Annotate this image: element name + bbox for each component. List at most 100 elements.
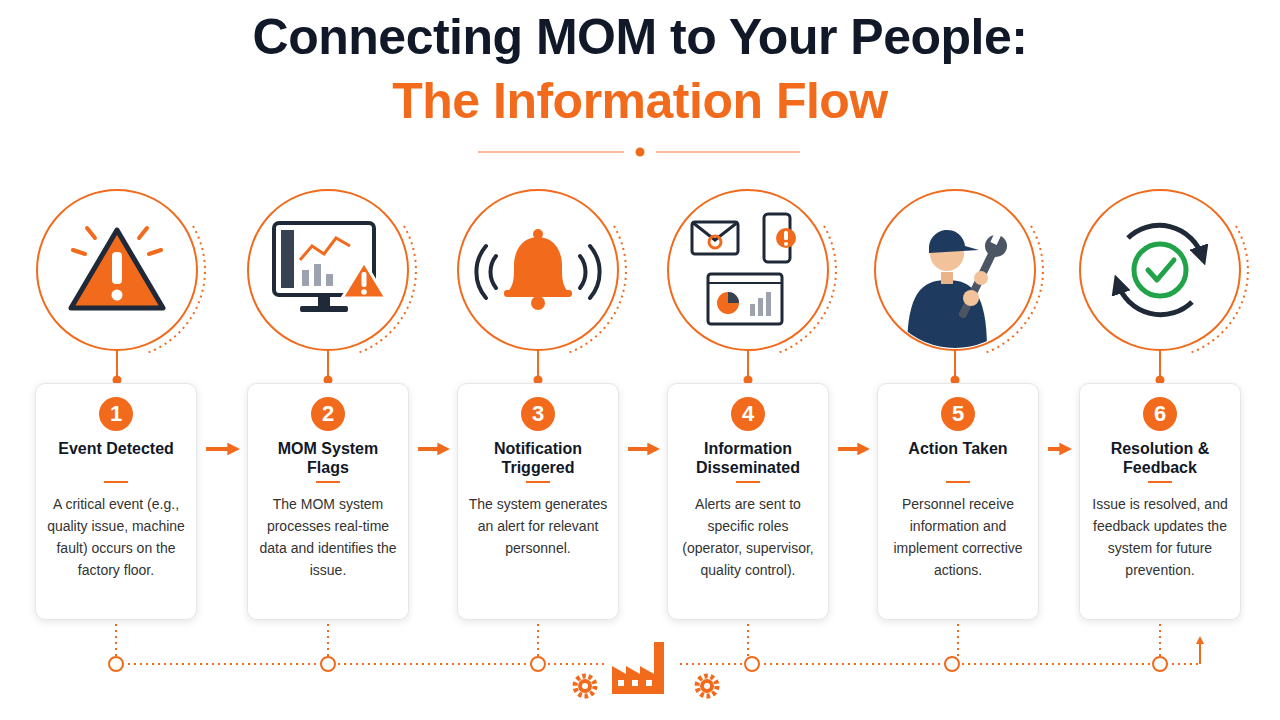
channels-icon-part bbox=[784, 231, 788, 240]
step-number: 2 bbox=[311, 397, 345, 431]
monitor-icon-part bbox=[281, 230, 294, 288]
resolved-cycle-icon-part bbox=[1148, 260, 1174, 280]
process-card: 4Information DisseminatedAlerts are sent… bbox=[667, 383, 829, 620]
warning-icon-part bbox=[112, 290, 123, 301]
channels-icon-part bbox=[708, 274, 782, 324]
process-card: 1Event DetectedA critical event (e.g., q… bbox=[35, 383, 197, 620]
warning-icon bbox=[71, 228, 163, 308]
bell-icon-part-part bbox=[476, 246, 486, 298]
channels-icon-part bbox=[784, 242, 788, 246]
step-number: 6 bbox=[1143, 397, 1177, 431]
icon-rings-part bbox=[875, 190, 1043, 385]
warning-icon-part bbox=[73, 228, 161, 254]
timeline-part-part bbox=[745, 657, 759, 671]
monitor-icon-part bbox=[300, 238, 350, 260]
diagram-title: Connecting MOM to Your People: bbox=[0, 8, 1280, 66]
factory-icon-part bbox=[612, 642, 664, 694]
channels-icon-part bbox=[692, 222, 738, 254]
gear-icon-part bbox=[582, 683, 588, 689]
technician-icon-part-part bbox=[963, 290, 979, 306]
icon-rings-part bbox=[668, 190, 836, 385]
technician-icon-part-part bbox=[963, 252, 993, 314]
heading-underline bbox=[526, 481, 550, 483]
channels-icon-part bbox=[750, 304, 755, 316]
flow-arrow bbox=[418, 447, 445, 451]
process-card: 5Action TakenPersonnel receive informati… bbox=[877, 383, 1039, 620]
monitor-icon-part bbox=[326, 274, 333, 286]
heading-underline bbox=[316, 481, 340, 483]
step-number: 3 bbox=[521, 397, 555, 431]
title-divider bbox=[478, 148, 800, 157]
step-description: Alerts are sent to specific roles (opera… bbox=[678, 493, 818, 581]
step-description: The MOM system processes real-time data … bbox=[258, 493, 398, 581]
step-description: Issue is resolved, and feedback updates … bbox=[1090, 493, 1230, 581]
icon-rings bbox=[37, 190, 1248, 385]
step-number: 4 bbox=[731, 397, 765, 431]
gear-icon bbox=[575, 676, 595, 696]
warning-icon-part-part bbox=[87, 228, 95, 238]
warning-icon-part-part bbox=[73, 250, 85, 254]
step-description: Personnel receive information and implem… bbox=[888, 493, 1028, 581]
flow-arrow bbox=[838, 447, 865, 451]
step-number: 5 bbox=[941, 397, 975, 431]
warning-icon-part-part bbox=[149, 250, 161, 254]
bell-icon-part bbox=[508, 237, 568, 292]
heading-underline bbox=[946, 481, 970, 483]
channels-icon-part bbox=[776, 228, 796, 248]
step-heading: Notification Triggered bbox=[468, 439, 608, 477]
channels-icon-part bbox=[717, 292, 739, 314]
monitor-icon-part bbox=[362, 272, 367, 287]
monitor-icon-part bbox=[302, 270, 309, 286]
step-heading: Resolution & Feedback bbox=[1090, 439, 1230, 477]
timeline-part bbox=[1199, 640, 1201, 664]
process-card: 2MOM System FlagsThe MOM system processe… bbox=[247, 383, 409, 620]
bell-icon-part bbox=[476, 246, 599, 298]
step-number: 1 bbox=[99, 397, 133, 431]
resolved-cycle-icon-part bbox=[1134, 244, 1186, 296]
timeline-part-part bbox=[327, 624, 329, 657]
heading-underline bbox=[1148, 481, 1172, 483]
warning-icon-part-part bbox=[139, 228, 147, 238]
channels-icon-part bbox=[708, 282, 782, 284]
monitor-icon-part bbox=[300, 306, 348, 312]
gear-icon-part bbox=[575, 676, 595, 696]
bell-icon-part-part bbox=[580, 256, 586, 288]
timeline-part-part bbox=[531, 657, 545, 671]
technician-icon-part bbox=[907, 229, 1007, 350]
title-divider-part bbox=[636, 148, 645, 157]
factory-icon-part bbox=[618, 680, 624, 686]
channels-icon-part bbox=[709, 236, 721, 248]
flow-arrow bbox=[628, 447, 655, 451]
timeline-part-part bbox=[957, 624, 959, 657]
monitor-icon-part bbox=[314, 264, 321, 286]
resolved-cycle-icon-part bbox=[1128, 225, 1202, 256]
step-heading: Action Taken bbox=[908, 439, 1007, 477]
step-description: A critical event (e.g., quality issue, m… bbox=[46, 493, 186, 581]
icon-rings-part bbox=[1080, 190, 1248, 385]
monitor-icon-part bbox=[318, 295, 330, 307]
timeline-part-part bbox=[747, 624, 749, 657]
bell-icon bbox=[476, 229, 599, 310]
bell-icon-part bbox=[504, 290, 572, 297]
monitor-icon-part bbox=[342, 262, 386, 298]
timeline-part-part bbox=[945, 657, 959, 671]
resolved-cycle-icon-part bbox=[1118, 284, 1192, 315]
technician-icon-part-part bbox=[941, 272, 953, 284]
step-description: The system generates an alert for releva… bbox=[468, 493, 608, 559]
step-heading: Information Disseminated bbox=[678, 439, 818, 477]
title-divider-part bbox=[478, 151, 624, 153]
monitor-icon bbox=[274, 223, 386, 312]
technician-icon-part-part bbox=[990, 229, 1002, 245]
diagram-subtitle: The Information Flow bbox=[0, 72, 1280, 130]
title-divider-part bbox=[656, 151, 800, 153]
heading-underline bbox=[736, 481, 760, 483]
flow-arrow bbox=[1048, 447, 1067, 451]
timeline-part-part bbox=[321, 657, 335, 671]
gear-icon bbox=[697, 676, 717, 696]
channels-icon-part bbox=[766, 292, 771, 316]
timeline-part-part bbox=[1153, 657, 1167, 671]
gear-icon-part bbox=[697, 676, 717, 696]
icon-rings-part bbox=[458, 190, 626, 385]
step-heading: MOM System Flags bbox=[258, 439, 398, 477]
monitor-icon-part bbox=[361, 289, 367, 295]
